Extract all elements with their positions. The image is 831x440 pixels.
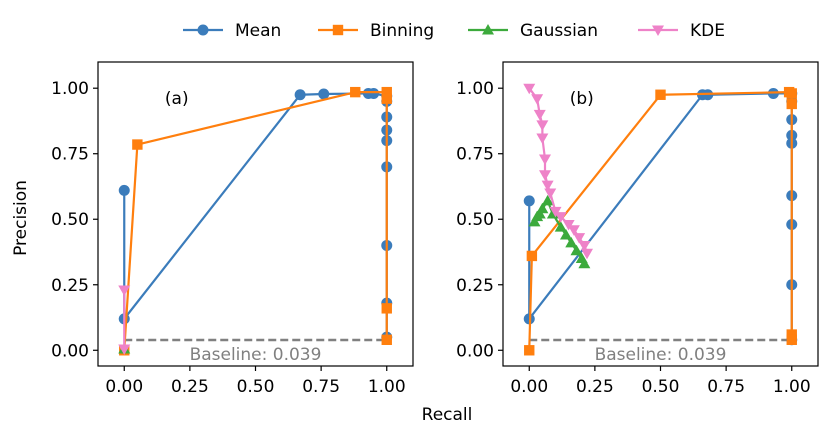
- x-tick-label: 0.50: [237, 377, 275, 397]
- data-point-kde: [533, 109, 546, 121]
- data-point-kde: [531, 94, 544, 105]
- data-point-binning: [786, 334, 797, 345]
- data-point-mean: [294, 89, 306, 101]
- series-binning: [524, 86, 797, 356]
- y-tick-label: 0.00: [456, 341, 494, 361]
- series-line-mean: [123, 92, 388, 338]
- legend-entry-kde: KDE: [638, 21, 725, 41]
- legend-entry-gaussian: Gaussian: [468, 21, 598, 41]
- data-point-kde: [536, 133, 549, 144]
- x-tick-label: 0.75: [302, 377, 340, 397]
- panel-label: (b): [570, 89, 594, 109]
- data-point-mean: [523, 195, 535, 207]
- legend-label: Mean: [235, 21, 281, 41]
- x-tick-label: 0.25: [171, 377, 209, 397]
- series-mean: [118, 87, 393, 343]
- panel-label: (a): [165, 89, 189, 109]
- data-point-kde: [578, 240, 591, 252]
- x-axis-label: Recall: [422, 405, 473, 425]
- data-point-kde: [523, 83, 536, 95]
- x-tick-label: 1.00: [773, 377, 811, 397]
- baseline-label: Baseline: 0.039: [190, 345, 322, 365]
- series-mean: [523, 87, 798, 346]
- series-gaussian: [528, 194, 591, 269]
- x-tick-label: 0.00: [510, 377, 548, 397]
- data-point-kde: [118, 344, 131, 355]
- y-tick-label: 0.75: [51, 145, 89, 165]
- data-point-kde: [536, 120, 549, 131]
- series-binning: [119, 86, 392, 356]
- data-point-gaussian: [560, 228, 572, 240]
- data-point-mean: [368, 87, 380, 99]
- data-point-binning: [786, 88, 797, 99]
- plot-frame: [97, 61, 414, 367]
- y-tick-label: 0.25: [456, 276, 494, 296]
- baseline-label: Baseline: 0.039: [595, 345, 727, 365]
- legend: Mean Binning Gaussian KDE: [183, 21, 725, 41]
- data-point-kde: [573, 233, 586, 244]
- legend-label: Gaussian: [520, 21, 598, 41]
- y-tick-label: 0.00: [51, 341, 89, 361]
- data-point-binning: [350, 86, 361, 98]
- data-point-binning: [381, 86, 392, 98]
- legend-marker: [482, 24, 494, 35]
- data-point-binning: [381, 334, 392, 345]
- x-tick-label: 0.50: [642, 377, 680, 397]
- data-point-kde: [581, 248, 593, 260]
- legend-entry-mean: Mean: [183, 21, 281, 41]
- data-point-kde: [541, 180, 554, 192]
- data-point-binning: [381, 303, 392, 314]
- data-point-gaussian: [578, 257, 591, 269]
- y-tick-label: 1.00: [456, 79, 494, 99]
- data-point-kde: [539, 154, 551, 165]
- data-point-gaussian: [565, 236, 578, 248]
- data-point-binning: [381, 93, 392, 104]
- y-axis-label: Precision: [11, 180, 31, 256]
- data-point-binning: [526, 250, 538, 262]
- legend-marker: [332, 24, 344, 36]
- series-kde: [523, 83, 593, 260]
- data-point-gaussian: [541, 194, 554, 206]
- data-point-gaussian: [554, 221, 567, 232]
- data-point-mean: [318, 88, 330, 100]
- series-line-binning: [123, 91, 388, 351]
- x-tick-label: 0.25: [576, 377, 614, 397]
- x-tick-label: 0.75: [707, 377, 745, 397]
- data-point-binning: [655, 89, 666, 100]
- data-point-binning: [132, 139, 143, 150]
- series-kde: [118, 285, 131, 355]
- legend-marker: [197, 24, 209, 36]
- panel-b: Baseline: 0.039 0.00 0.00 0.25 0.25 0.50 0.50 0…: [456, 61, 819, 397]
- x-tick-label: 0.00: [105, 377, 143, 397]
- data-point-mean: [118, 184, 130, 196]
- legend-label: KDE: [690, 21, 725, 41]
- y-tick-label: 0.25: [51, 276, 89, 296]
- data-point-binning: [786, 98, 797, 110]
- legend-label: Binning: [370, 21, 434, 41]
- data-point-binning: [524, 345, 535, 356]
- data-point-kde: [544, 188, 557, 200]
- y-tick-label: 0.50: [456, 210, 494, 230]
- y-tick-label: 0.50: [51, 210, 89, 230]
- y-tick-label: 1.00: [51, 79, 89, 99]
- legend-marker: [652, 25, 664, 36]
- data-point-gaussian: [570, 244, 583, 256]
- data-point-kde: [567, 225, 580, 236]
- legend-entry-binning: Binning: [318, 21, 434, 41]
- data-point-kde: [539, 170, 551, 181]
- series-line-mean: [528, 92, 793, 340]
- data-point-gaussian: [536, 202, 549, 214]
- data-point-kde: [118, 285, 131, 296]
- data-point-kde: [554, 212, 567, 223]
- x-tick-label: 1.00: [368, 377, 406, 397]
- panel-a: Baseline: 0.039 0.00 0.00 0.25 0.25 0.50 0.50 0…: [51, 61, 414, 397]
- y-tick-label: 0.75: [456, 145, 494, 165]
- data-point-binning: [786, 329, 797, 340]
